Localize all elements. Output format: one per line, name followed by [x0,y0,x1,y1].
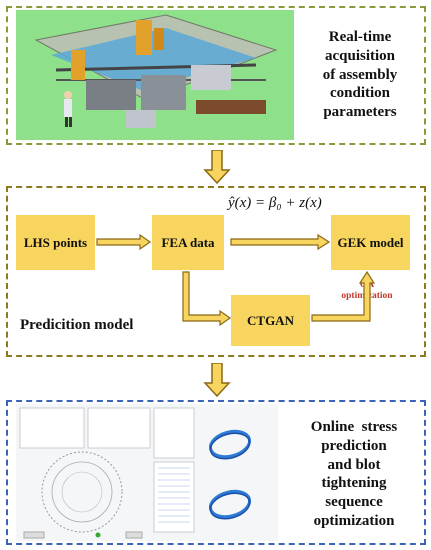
node-gek-model: GEK model [331,215,410,270]
acquisition-line-2: acquisition [324,47,396,64]
acquisition-line-1: Real-time [328,29,392,45]
online-line-4: tightening [321,475,387,492]
arrow-ctgan-to-gek [311,270,376,322]
software-ui-illustration [19,407,252,539]
down-arrow-1 [203,150,231,184]
kriging-formula: ŷ(x) = β₀ + z(x) [228,195,322,211]
node-ctgan: CTGAN [231,295,310,346]
prediction-model-title: Predicition model [20,317,134,333]
down-arrow-2 [203,363,231,397]
node-fea-data: FEA data [152,215,224,270]
online-prediction-text: Online stress prediction and blot tighte… [288,418,420,531]
acquisition-text: Real-time acquisition of assembly condit… [298,28,422,122]
acquisition-line-3: of assembly [322,66,398,83]
prediction-model-panel [6,186,426,357]
assembly-line-image [16,10,294,140]
arrow-lhs-to-fea [96,233,152,251]
arrow-fea-to-gek [230,233,331,251]
online-prediction-panel [6,400,426,545]
arrow-fea-to-ctgan [182,271,232,327]
acquisition-line-5: parameters [323,104,397,120]
online-line-2: prediction [321,437,387,454]
online-line-6: optimization [313,512,395,529]
acquisition-line-4: condition [329,85,390,102]
online-line-3: and blot [327,456,381,473]
online-line-5: sequence [325,494,383,510]
online-line-1: Online stress [310,419,398,435]
node-lhs-points: LHS points [16,215,95,270]
acquisition-panel [6,6,426,145]
assembly-line-illustration [16,10,294,140]
software-screenshot [16,404,278,541]
